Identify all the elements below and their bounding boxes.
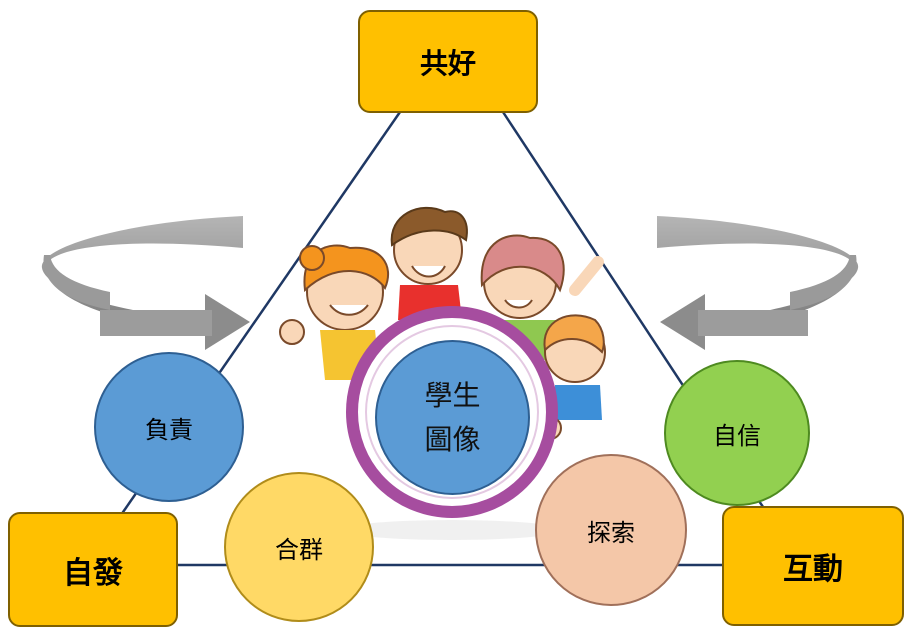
corner-left-box: 自發 bbox=[8, 512, 178, 627]
value-responsibility-label: 負責 bbox=[145, 415, 193, 444]
value-sociability: 合群 bbox=[224, 472, 374, 622]
corner-right-label: 互動 bbox=[783, 552, 843, 587]
corner-top-label: 共好 bbox=[419, 46, 476, 80]
cycle-arrow-left-icon bbox=[41, 216, 250, 350]
corner-left-label: 自發 bbox=[63, 555, 123, 591]
value-confidence-label: 自信 bbox=[713, 421, 761, 450]
cycle-arrow-right-icon bbox=[657, 216, 859, 350]
center-line1: 學生 bbox=[424, 378, 481, 412]
value-responsibility: 負責 bbox=[94, 352, 244, 502]
value-sociability-label: 合群 bbox=[275, 535, 323, 564]
value-confidence: 自信 bbox=[664, 360, 810, 506]
value-exploration-label: 探索 bbox=[587, 518, 635, 547]
center-line2: 圖像 bbox=[424, 422, 481, 456]
center-circle: 學生 圖像 bbox=[375, 340, 530, 495]
corner-top-box: 共好 bbox=[358, 10, 538, 113]
children-illustration bbox=[279, 206, 606, 440]
corner-right-box: 互動 bbox=[722, 506, 904, 626]
value-exploration: 探索 bbox=[535, 454, 687, 606]
